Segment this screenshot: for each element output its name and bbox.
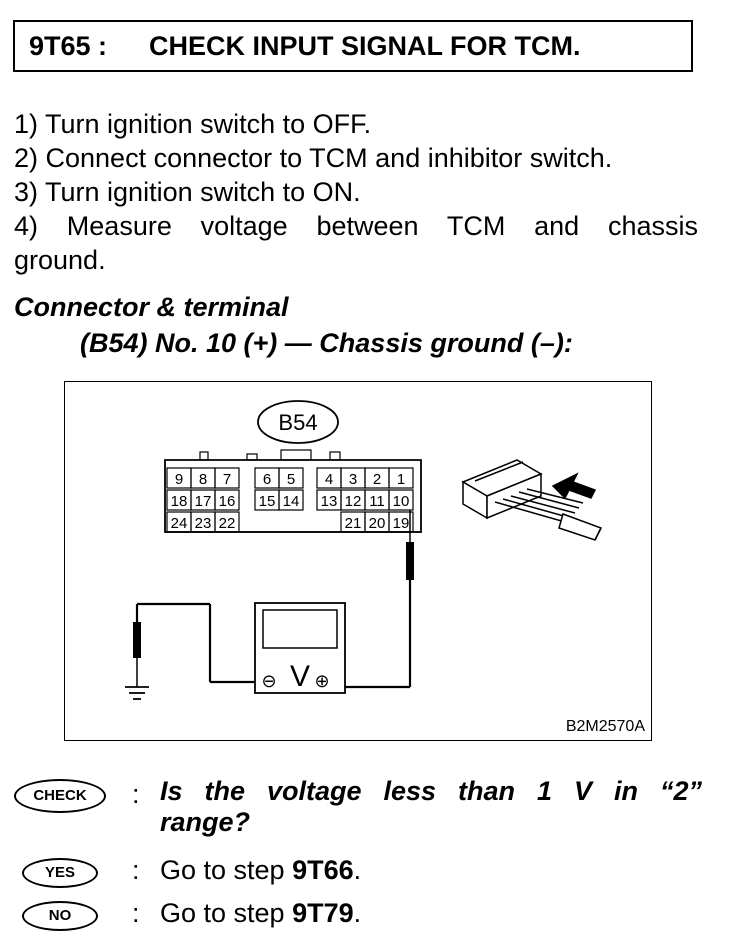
pin-label: 19 xyxy=(393,515,410,532)
pin-cell xyxy=(388,467,414,489)
pin-cell xyxy=(388,511,414,533)
no-colon: : xyxy=(132,898,140,928)
check-question-line-2: range? xyxy=(160,807,251,837)
pin-cell xyxy=(278,467,304,489)
pin-label: 9 xyxy=(175,471,183,488)
pin-label: 22 xyxy=(219,515,236,532)
pin-label: 4 xyxy=(325,471,333,488)
pin-label: 23 xyxy=(195,515,212,532)
yes-target-step[interactable]: 9T66 xyxy=(292,855,354,885)
yes-badge: YES xyxy=(22,858,98,888)
voltmeter-display xyxy=(262,609,338,649)
check-badge: CHECK xyxy=(14,779,106,813)
pin-label: 5 xyxy=(287,471,295,488)
instruction-4: 4) Measure voltage between TCM and chass… xyxy=(14,211,698,241)
pin-label: 2 xyxy=(373,471,381,488)
connector-terminal-spec: (B54) No. 10 (+) — Chassis ground (–): xyxy=(80,328,573,358)
yes-answer-suffix: . xyxy=(353,855,362,885)
pin-label: 15 xyxy=(259,493,276,510)
pin-label: 7 xyxy=(223,471,231,488)
yes-answer-prefix: Go to step xyxy=(160,855,293,885)
check-colon: : xyxy=(132,779,140,809)
pin-label: 20 xyxy=(369,515,386,532)
connector-label-ellipse xyxy=(257,400,339,444)
voltmeter-symbol: V xyxy=(290,660,310,693)
pin-label: 24 xyxy=(171,515,188,532)
no-answer-prefix: Go to step xyxy=(160,898,293,928)
step-code: 9T65 : xyxy=(29,31,108,61)
pin-label: 10 xyxy=(393,493,410,510)
pin-label: 8 xyxy=(199,471,207,488)
step-header: 9T65 : CHECK INPUT SIGNAL FOR TCM. xyxy=(13,20,693,72)
pin-label: 13 xyxy=(321,493,338,510)
pin-label: 14 xyxy=(283,493,300,510)
instruction-1: 1) Turn ignition switch to OFF. xyxy=(14,109,372,139)
pin-label: 6 xyxy=(263,471,271,488)
negative-probe xyxy=(133,622,141,658)
instruction-2: 2) Connect connector to TCM and inhibito… xyxy=(14,143,613,173)
figure-code: B2M2570A xyxy=(565,718,645,735)
pin-cell xyxy=(214,511,240,533)
pin-label: 1 xyxy=(397,471,405,488)
no-badge: NO xyxy=(22,901,98,931)
positive-probe xyxy=(406,542,414,580)
pin-label: 3 xyxy=(349,471,357,488)
pin-cell xyxy=(388,489,414,511)
step-title: CHECK INPUT SIGNAL FOR TCM. xyxy=(149,31,581,61)
check-question: Is the voltage less than 1 V in “2” rang… xyxy=(160,776,702,838)
pin-cell xyxy=(214,467,240,489)
pin-label: 21 xyxy=(345,515,362,532)
connector-label: B54 xyxy=(278,410,317,435)
connector-terminal-heading: Connector & terminal xyxy=(14,292,289,322)
no-target-step[interactable]: 9T79 xyxy=(292,898,354,928)
yes-colon: : xyxy=(132,855,140,885)
instruction-3: 3) Turn ignition switch to ON. xyxy=(14,177,361,207)
check-question-line-1: Is the voltage less than 1 V in “2” xyxy=(160,776,702,806)
pin-label: 17 xyxy=(195,493,212,510)
pin-label: 18 xyxy=(171,493,188,510)
pin-cell xyxy=(278,489,304,511)
no-answer-suffix: . xyxy=(353,898,362,928)
pin-label: 16 xyxy=(219,493,236,510)
pin-label: 12 xyxy=(345,493,362,510)
connector-sketch xyxy=(461,459,603,541)
pin-cell xyxy=(214,489,240,511)
yes-answer: Go to step 9T66. xyxy=(160,855,361,886)
pin-label: 11 xyxy=(369,493,385,510)
instruction-4-continued: ground. xyxy=(14,245,106,275)
plus-terminal: ⊕ xyxy=(314,671,329,692)
minus-terminal: ⊖ xyxy=(261,671,276,692)
no-answer: Go to step 9T79. xyxy=(160,898,361,929)
